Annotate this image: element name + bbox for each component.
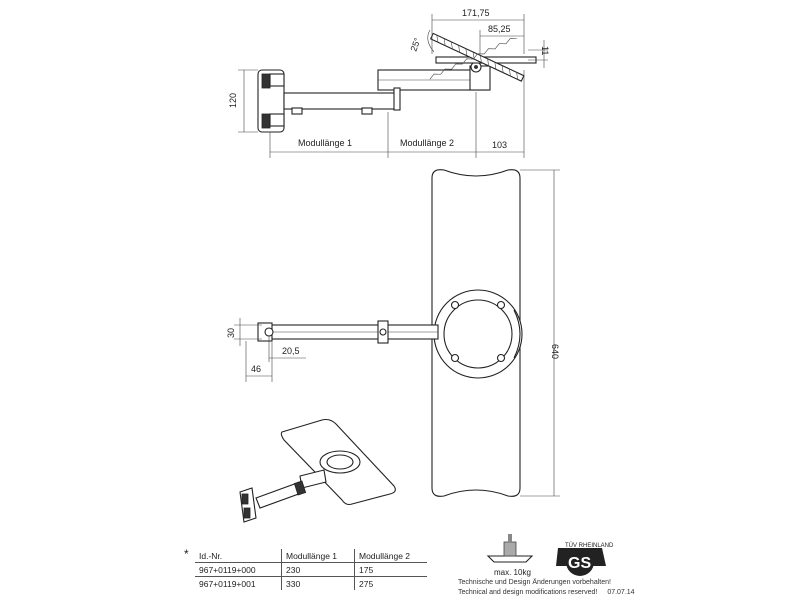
spec-table: Id.-Nr. Modullänge 1 Modullänge 2 967+01… — [195, 549, 427, 590]
notice: Technische und Design Änderungen vorbeha… — [458, 578, 635, 598]
max-load-icon — [486, 534, 534, 563]
max-load-label: max. 10kg — [494, 568, 531, 577]
table-header-row: Id.-Nr. Modullänge 1 Modullänge 2 — [195, 549, 427, 563]
notice-en: Technical and design modifications reser… — [458, 589, 598, 596]
col-module2: Modullänge 2 — [354, 549, 427, 563]
dim-module1: Modullänge 1 — [298, 138, 352, 148]
cell-module1: 330 — [281, 576, 355, 590]
badge-letters: GS — [568, 555, 591, 572]
dim-wall-20-5: 20,5 — [282, 346, 300, 356]
dim-top-half: 85,25 — [488, 24, 511, 34]
plan-view: 640 30 20,5 46 — [226, 169, 560, 497]
isometric-view — [239, 418, 396, 523]
cell-module2: 275 — [354, 576, 427, 590]
col-module1: Modullänge 1 — [281, 549, 355, 563]
dim-plate-640: 640 — [550, 344, 560, 359]
dim-angle: 25° — [408, 36, 422, 53]
dim-top-total: 171,75 — [462, 8, 490, 18]
gs-badge-icon: TÜV RHEINLAND GS — [556, 542, 614, 576]
cell-id: 967+0119+001 — [195, 576, 282, 590]
notice-date: 07.07.14 — [607, 589, 635, 596]
table-marker: * — [184, 547, 189, 561]
col-id: Id.-Nr. — [199, 550, 223, 561]
notice-de: Technische und Design Änderungen vorbeha… — [458, 579, 611, 586]
badge-top-text: TÜV RHEINLAND — [565, 542, 614, 549]
notice-en-line: Technical and design modifications reser… — [458, 588, 635, 598]
dim-plate-height: 11 — [540, 46, 550, 55]
dim-wall-30: 30 — [226, 328, 236, 338]
dim-end-length: 103 — [492, 140, 507, 150]
cell-module1: 230 — [281, 562, 355, 577]
side-view: 171,75 85,25 25° 11 120 Modullänge 1 Mod… — [228, 8, 550, 158]
dim-module2: Modullänge 2 — [400, 138, 454, 148]
dim-side-height: 120 — [228, 93, 238, 108]
dim-wall-46: 46 — [251, 364, 261, 374]
cell-id: 967+0119+000 — [195, 562, 282, 577]
table-row: 967+0119+001 330 275 — [195, 576, 427, 590]
cell-module2: 175 — [354, 562, 427, 577]
table-row: 967+0119+000 230 175 — [195, 562, 427, 577]
